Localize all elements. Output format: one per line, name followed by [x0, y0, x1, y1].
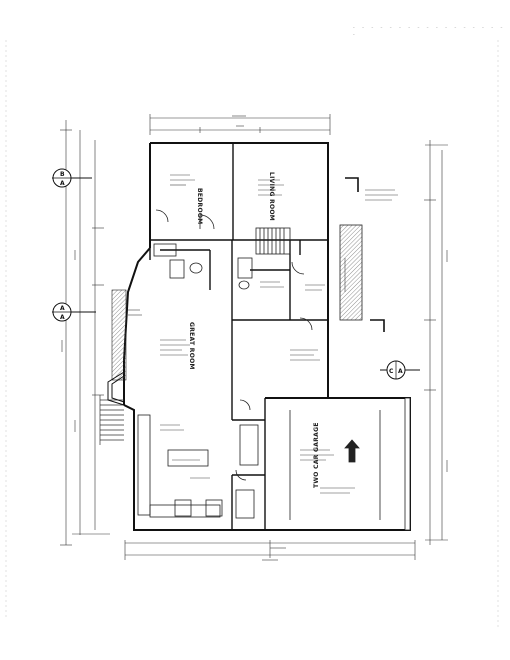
garage-details [289, 397, 411, 531]
section-marker-b: B A [52, 168, 92, 188]
scan-edge-mark: - - - - - - - - - - - - - - - - - - [352, 24, 505, 38]
room-label-garage: TWO CAR GARAGE [313, 422, 320, 488]
dimension-notes [61, 115, 448, 561]
room-label-great-room: GREAT ROOM [188, 322, 195, 370]
room-label-living-room: LIVING ROOM [268, 172, 275, 221]
bay-window [107, 371, 125, 406]
section-marker-c: C A [380, 360, 420, 380]
doors [155, 209, 313, 481]
exterior-walls [123, 142, 411, 531]
section-marker-c-id: C [389, 368, 394, 375]
room-labels: BEDROOM LIVING ROOM GREAT ROOM TWO CAR G… [188, 172, 320, 488]
kitchen-cabinets [137, 414, 259, 519]
dimension-lines [60, 114, 448, 560]
cut-marks [345, 177, 385, 332]
section-marker-c-sheet: A [398, 368, 403, 375]
room-label-bedroom: BEDROOM [196, 188, 203, 225]
stairs [255, 227, 291, 255]
section-marker-b-sheet: A [60, 180, 65, 187]
section-marker-a-id: A [60, 305, 65, 312]
section-marker-a-sheet: A [60, 314, 65, 321]
scan-edges [5, 40, 499, 630]
annotation-blocks [128, 174, 398, 494]
interior-walls [149, 143, 328, 530]
section-marker-a: A A [52, 302, 96, 322]
section-marker-b-id: B [60, 171, 65, 178]
bathroom-fixtures [153, 243, 253, 290]
deck-hatching [99, 224, 363, 445]
